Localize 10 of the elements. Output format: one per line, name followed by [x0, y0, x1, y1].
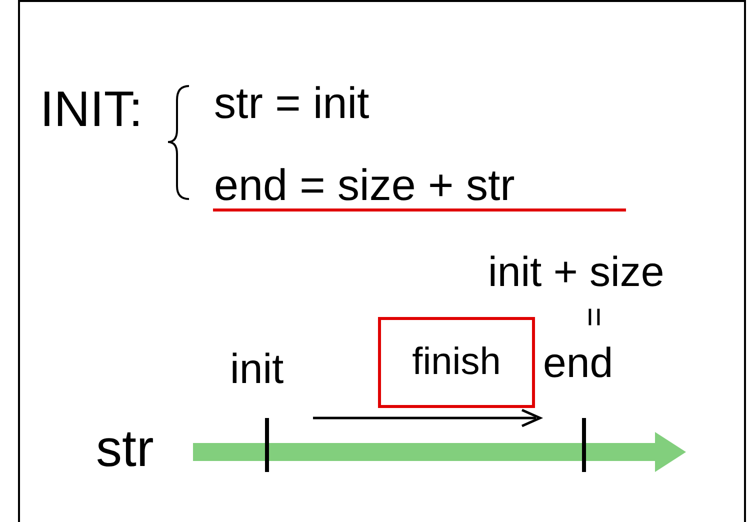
- variable-label: str: [96, 423, 154, 475]
- highlight-box: [378, 317, 535, 408]
- box-label: finish: [412, 341, 501, 384]
- pointer-label: init: [230, 348, 284, 390]
- equation-text: end = size + str: [214, 164, 515, 208]
- expression-label: init + size: [488, 251, 664, 293]
- equation-text: str = init: [214, 82, 370, 126]
- keyword-label: INIT:: [40, 84, 143, 134]
- equals-sign: =: [576, 307, 611, 327]
- pointer-label: end: [543, 342, 614, 384]
